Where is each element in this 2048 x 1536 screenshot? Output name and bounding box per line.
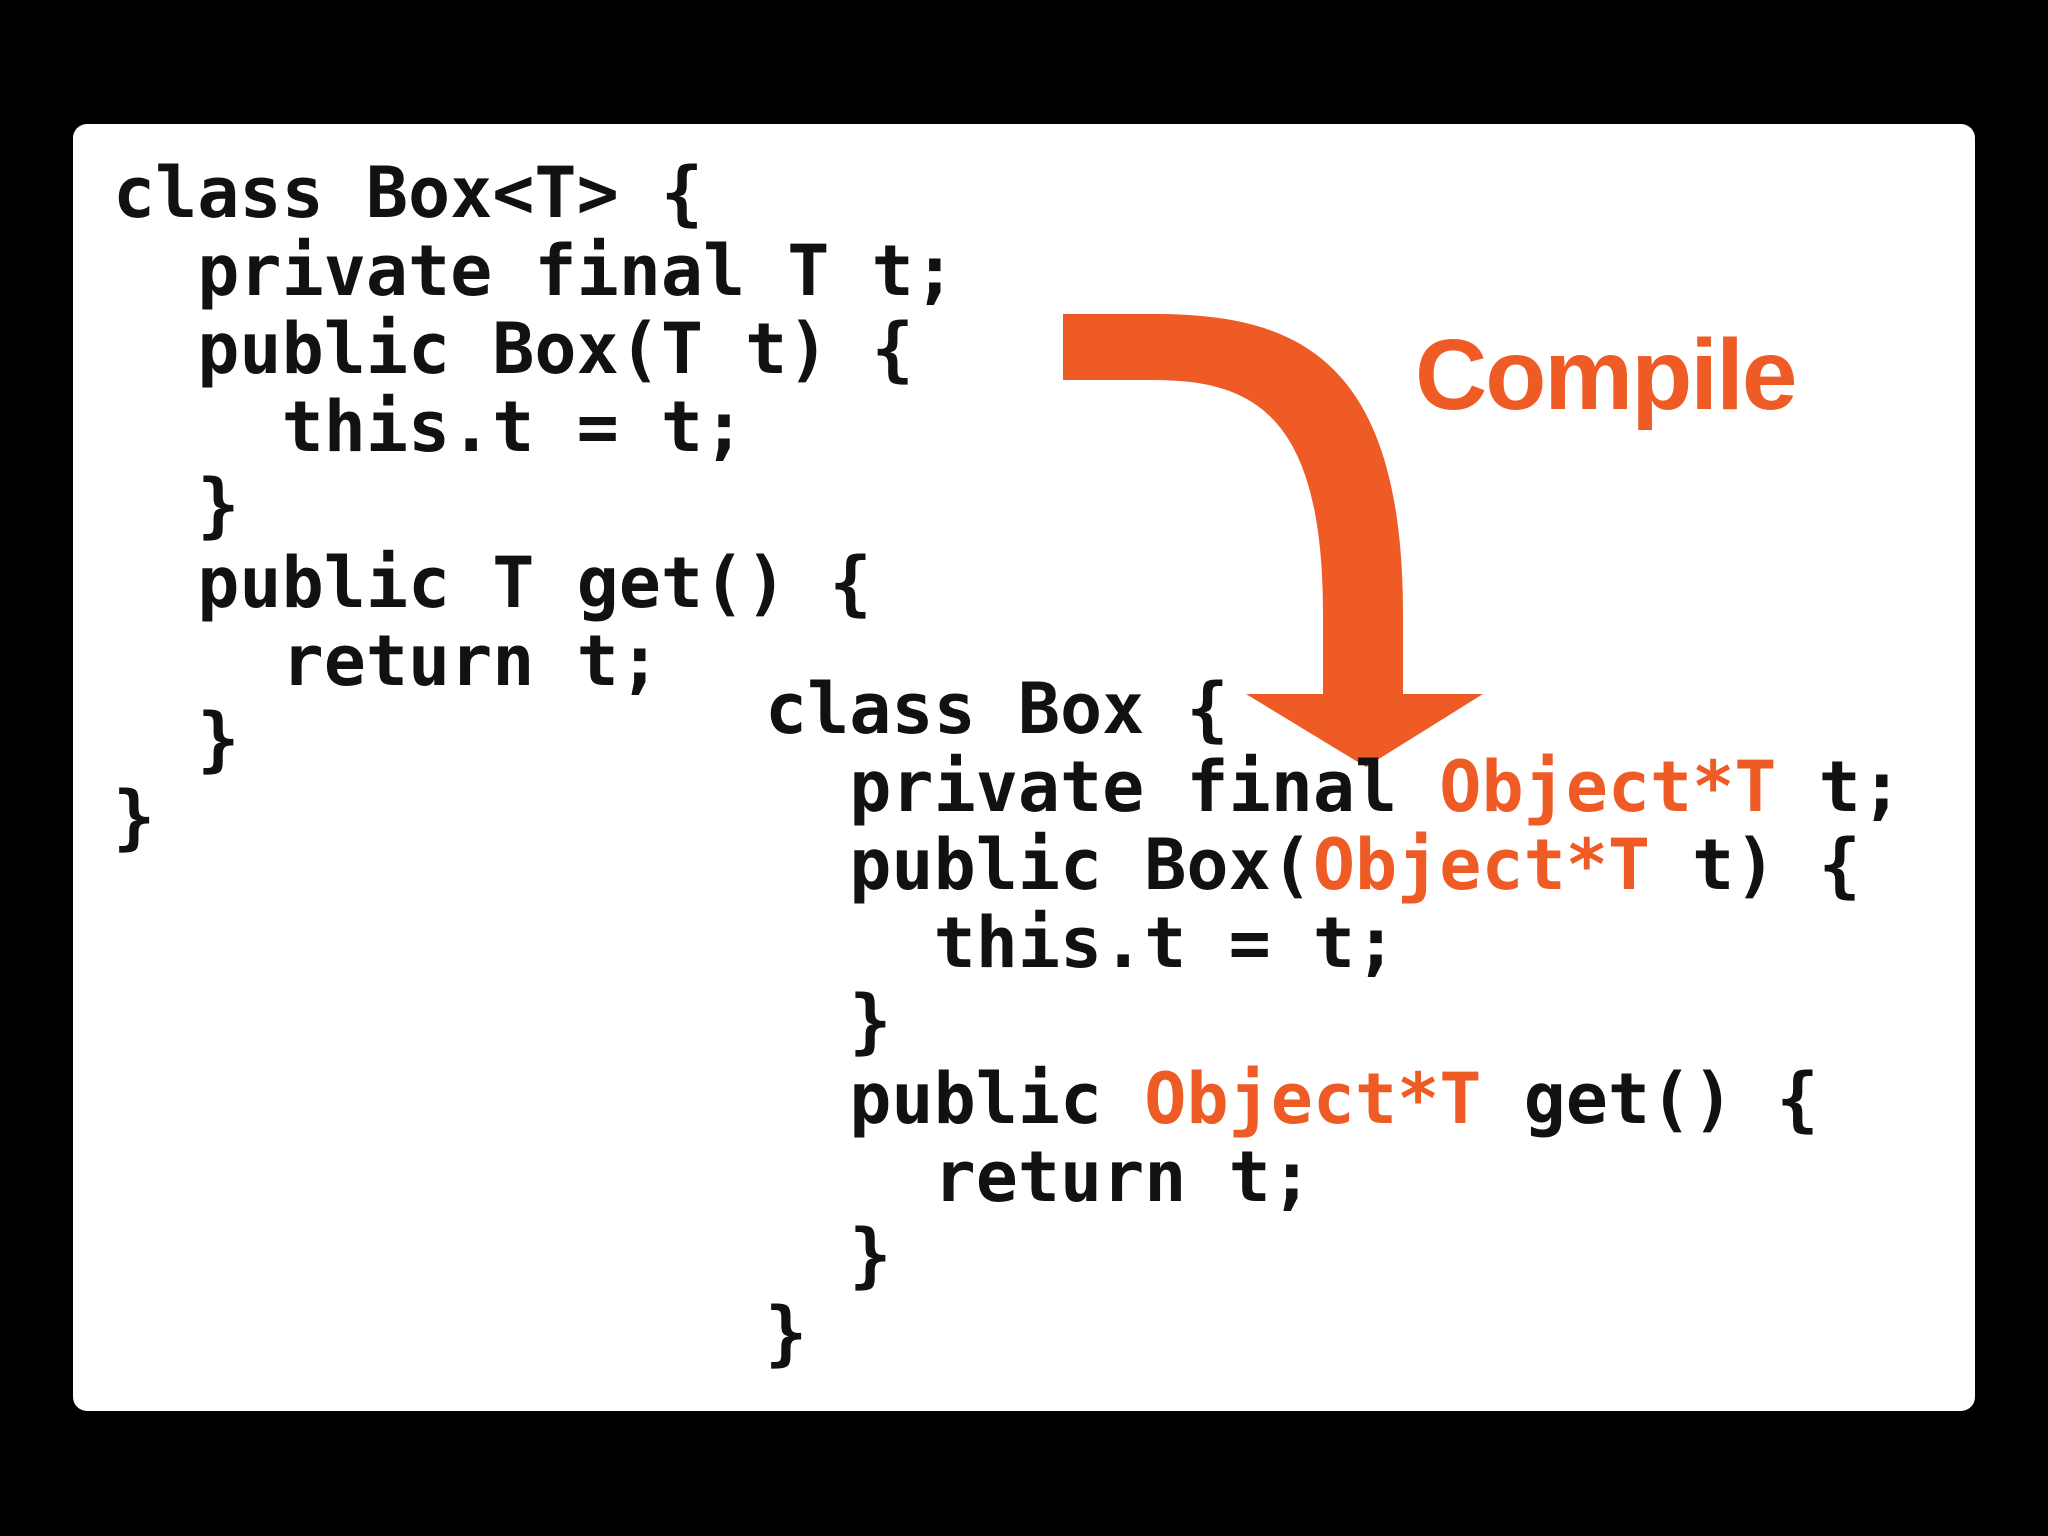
compiled-code-line: private final Object*T t; [765,748,1903,826]
compile-label: Compile [1415,319,1797,431]
code-text: return t; [113,620,661,702]
code-text: public Box( [765,824,1313,906]
code-text: } [765,980,892,1062]
code-text: } [113,698,240,780]
compiled-code-line: class Box { [765,670,1903,748]
code-text: return t; [765,1136,1313,1218]
slide-panel: class Box<T> { private final T t; public… [73,124,1975,1411]
compiled-code-line: return t; [765,1138,1903,1216]
code-text: } [113,464,240,546]
code-text: class Box { [765,668,1229,750]
source-code-line: } [113,466,956,544]
highlighted-type: Object*T [1439,746,1777,828]
code-text: t) { [1650,824,1861,906]
source-code-block: class Box<T> { private final T t; public… [113,154,956,856]
code-text: t; [1776,746,1903,828]
source-code-line: class Box<T> { [113,154,956,232]
code-text: this.t = t; [765,902,1398,984]
code-text: public Box(T t) { [113,308,914,390]
compiled-code-line: } [765,1216,1903,1294]
code-text: } [113,776,156,858]
code-text: } [765,1214,892,1296]
source-code-line: public T get() { [113,544,956,622]
code-text: private final T t; [113,230,956,312]
source-code-line: private final T t; [113,232,956,310]
source-code-line: } [113,778,956,856]
code-text: get() { [1481,1058,1819,1140]
code-text: } [765,1292,808,1374]
compiled-code-line: this.t = t; [765,904,1903,982]
code-text: private final [765,746,1440,828]
code-text: public [765,1058,1145,1140]
compiled-code-line: } [765,982,1903,1060]
highlighted-type: Object*T [1312,824,1651,906]
code-text: this.t = t; [113,386,746,468]
source-code-line: return t; [113,622,956,700]
highlighted-type: Object*T [1144,1058,1482,1140]
source-code-line: this.t = t; [113,388,956,466]
compiled-code-line: public Box(Object*T t) { [765,826,1903,904]
compiled-code-block: class Box { private final Object*T t; pu… [765,670,1903,1372]
code-text: public T get() { [113,542,872,624]
compiled-code-line: public Object*T get() { [765,1060,1903,1138]
arrow-shape [1063,314,1483,767]
code-text: class Box<T> { [113,152,704,234]
compiled-code-line: } [765,1294,1903,1372]
source-code-line: public Box(T t) { [113,310,956,388]
curved-down-arrow-icon [1063,314,1483,767]
source-code-line: } [113,700,956,778]
